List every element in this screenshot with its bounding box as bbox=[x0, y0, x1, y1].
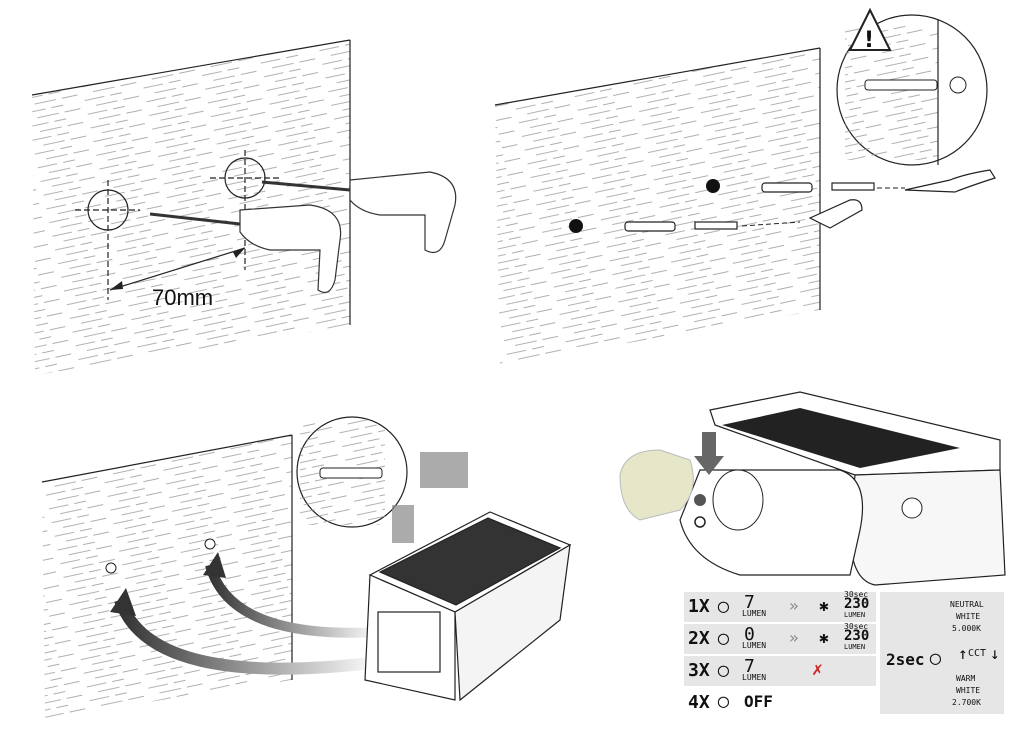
hole-dot bbox=[569, 219, 583, 233]
lumen-unit: LUMEN bbox=[742, 609, 767, 618]
hold-time: 2sec bbox=[886, 650, 925, 669]
power-button[interactable] bbox=[694, 494, 706, 506]
solar-light-back bbox=[364, 511, 572, 702]
cct-box: NEUTRAL WHITE 5.000K 2sec ◯ ↑ CCT ↓ WARM… bbox=[880, 592, 1004, 714]
chevron-right-icon: » bbox=[789, 596, 799, 615]
power-icon bbox=[694, 516, 706, 528]
mount-arrow bbox=[205, 563, 381, 638]
distance-label: 70mm bbox=[152, 285, 213, 310]
warm-temp: 2.700K bbox=[952, 698, 981, 707]
finger-icon: ◯ bbox=[718, 691, 729, 712]
solar-panel bbox=[378, 517, 562, 606]
motion-sensor-icon: ✱ bbox=[819, 596, 829, 615]
finger-icon: ◯ bbox=[930, 648, 941, 669]
drill-icon bbox=[149, 171, 457, 293]
motion-sensor-icon: ✱ bbox=[819, 628, 829, 647]
press-count: 1X bbox=[688, 596, 710, 617]
wall-plug bbox=[624, 221, 676, 232]
press-count: 3X bbox=[688, 660, 710, 681]
mode-table: 1X ◯ 7 LUMEN » ✱ 30sec 230 LUMEN 2X ◯ 0 … bbox=[684, 590, 1004, 714]
mode-row-4: 4X ◯ OFF bbox=[684, 688, 876, 714]
arrow-icon bbox=[420, 452, 468, 488]
sensor-time: 30sec bbox=[844, 622, 869, 631]
screwdriver-icon bbox=[808, 199, 863, 229]
lumen-unit: LUMEN bbox=[742, 641, 767, 650]
screw bbox=[831, 182, 875, 191]
mode-row-1: 1X ◯ 7 LUMEN » ✱ 30sec 230 LUMEN bbox=[684, 590, 876, 622]
lumen-unit: LUMEN bbox=[742, 673, 767, 682]
sensor-lumen-value: 230 bbox=[844, 628, 870, 644]
warm-label: WHITE bbox=[956, 686, 981, 695]
lumen-value: 0 bbox=[744, 624, 755, 645]
press-arrow-icon bbox=[702, 432, 716, 456]
wall bbox=[495, 48, 820, 365]
sensor-lumen-unit: LUMEN bbox=[844, 611, 866, 619]
screw-head bbox=[105, 562, 117, 574]
panel-button bbox=[619, 391, 1006, 586]
svg-text:!: ! bbox=[864, 28, 874, 53]
finger-icon: ◯ bbox=[718, 660, 729, 681]
dimension-line bbox=[109, 247, 246, 291]
mode-row-2: 2X ◯ 0 LUMEN » ✱ 30sec 230 LUMEN bbox=[684, 622, 876, 654]
press-count: 2X bbox=[688, 628, 710, 649]
neutral-label: NEUTRAL bbox=[950, 600, 984, 609]
neutral-temp: 5.000K bbox=[952, 624, 981, 633]
sensor-lumen-unit: LUMEN bbox=[844, 643, 866, 651]
arrow-icon bbox=[392, 505, 414, 543]
zoom-detail-circle bbox=[296, 416, 468, 543]
mount-arrow bbox=[114, 597, 381, 675]
cct-label: CCT bbox=[968, 648, 987, 659]
neutral-label: WHITE bbox=[956, 612, 981, 621]
zoom-detail-circle: ! bbox=[836, 7, 988, 166]
finger-icon: ◯ bbox=[718, 596, 729, 617]
motion-off-icon: ✗ bbox=[812, 659, 823, 680]
arrow-up-icon: ↑ bbox=[958, 644, 968, 663]
sensor bbox=[901, 497, 923, 519]
solar-panel bbox=[722, 408, 960, 468]
panel-anchors: ! bbox=[494, 7, 996, 365]
wall bbox=[32, 40, 350, 375]
screw-head bbox=[204, 538, 216, 550]
lumen-value: 7 bbox=[744, 592, 755, 613]
finger-icon bbox=[619, 449, 694, 521]
press-count: 4X bbox=[688, 692, 710, 713]
panel-mounting bbox=[41, 416, 572, 718]
wall bbox=[42, 435, 292, 718]
sensor-lumen-value: 230 bbox=[844, 596, 870, 612]
chevron-right-icon: » bbox=[789, 628, 799, 647]
hole-dot bbox=[706, 179, 720, 193]
warning-triangle-icon bbox=[848, 7, 892, 51]
finger-icon: ◯ bbox=[718, 628, 729, 649]
mode-row-3: 3X ◯ 7 LUMEN ✗ bbox=[684, 656, 876, 686]
wall-plug bbox=[761, 182, 813, 193]
crosshair-left bbox=[75, 180, 140, 300]
arrow-down-icon: ↓ bbox=[990, 644, 1000, 663]
panel-drilling: 70mm bbox=[31, 39, 457, 375]
off-label: OFF bbox=[744, 692, 773, 711]
sensor-time: 30sec bbox=[844, 590, 869, 599]
warm-label: WARM bbox=[956, 674, 976, 683]
lumen-value: 7 bbox=[744, 656, 755, 677]
screwdriver-icon bbox=[904, 169, 996, 193]
screw bbox=[694, 221, 738, 230]
